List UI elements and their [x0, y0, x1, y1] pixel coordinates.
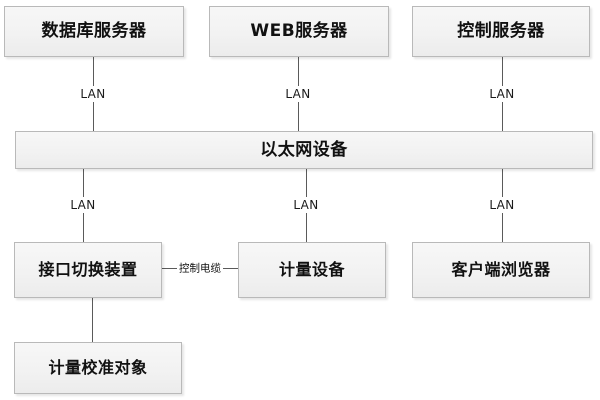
link-label-lan-client-browser: LAN: [486, 197, 518, 213]
link-label-lan-control: LAN: [486, 86, 518, 102]
node-metering-device-label: 计量设备: [278, 260, 345, 280]
node-calibration-object-label: 计量校准对象: [48, 358, 148, 378]
node-control-server[interactable]: 控制服务器: [412, 6, 590, 57]
node-client-browser-label: 客户端浏览器: [451, 260, 551, 280]
link-label-lan-db: LAN: [77, 86, 109, 102]
node-interface-switch-label: 接口切换装置: [38, 260, 138, 280]
node-ethernet-device-label: 以太网设备: [260, 139, 348, 160]
link-label-lan-metering-device: LAN: [290, 197, 322, 213]
node-db-server[interactable]: 数据库服务器: [4, 6, 184, 57]
link-label-lan-web: LAN: [282, 86, 314, 102]
node-client-browser[interactable]: 客户端浏览器: [412, 242, 590, 298]
node-control-server-label: 控制服务器: [457, 21, 545, 42]
link-label-lan-interface-switch: LAN: [67, 197, 99, 213]
node-web-server-label: WEB服务器: [250, 21, 348, 42]
node-web-server[interactable]: WEB服务器: [209, 6, 389, 57]
link-label-control-cable: 控制电缆: [177, 260, 223, 276]
node-calibration-object[interactable]: 计量校准对象: [14, 342, 182, 394]
node-interface-switch[interactable]: 接口切换装置: [14, 242, 162, 298]
node-ethernet-device[interactable]: 以太网设备: [15, 131, 593, 169]
node-db-server-label: 数据库服务器: [41, 21, 147, 42]
node-metering-device[interactable]: 计量设备: [238, 242, 386, 298]
connector-interface-switch-to-calibration-object: [92, 297, 93, 342]
